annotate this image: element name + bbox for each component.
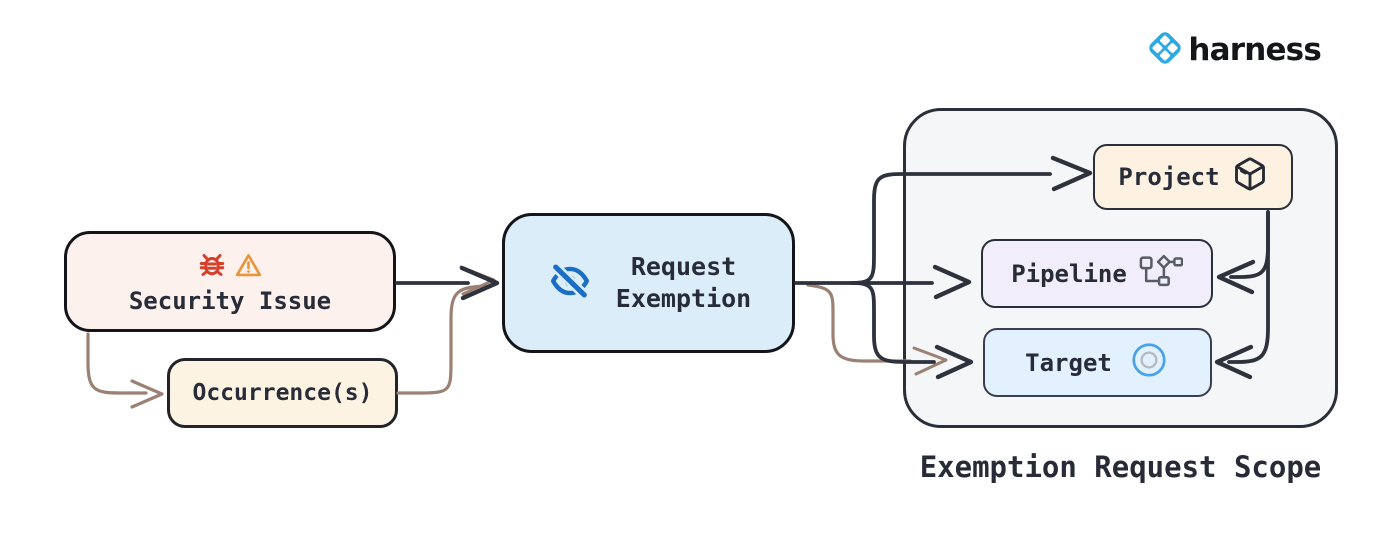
security-issue-label: Security Issue [128, 287, 332, 315]
project-label: Project [1118, 163, 1220, 191]
harness-wordmark: harness [1188, 32, 1321, 68]
node-security-issue: Security Issue [64, 231, 396, 332]
pipeline-graph-icon [1139, 254, 1184, 293]
edge-security-to-occurrences [86, 332, 148, 395]
edge-occurrences-to-target [806, 283, 912, 363]
node-project: Project [1093, 144, 1293, 210]
arrowhead-request [459, 265, 500, 301]
node-occurrences: Occurrence(s) [167, 358, 398, 428]
scope-caption: Exemption Request Scope [919, 450, 1322, 484]
node-pipeline: Pipeline [981, 239, 1213, 308]
node-request-exemption: Request Exemption [502, 213, 795, 353]
warning-icon [234, 251, 263, 284]
harness-logo: harness [1145, 28, 1322, 72]
node-target: Target [983, 328, 1212, 397]
security-issue-icons [197, 250, 263, 284]
edge-occurrences-to-request [396, 284, 488, 395]
harness-logo-icon [1145, 28, 1185, 72]
request-exemption-label: Request Exemption [615, 251, 752, 314]
pipeline-label: Pipeline [1011, 259, 1127, 288]
package-icon [1232, 156, 1268, 198]
arrowhead-occurrences [130, 379, 164, 409]
arrowhead-request-brown [459, 265, 496, 296]
occurrences-label: Occurrence(s) [192, 380, 373, 406]
target-circle-icon [1128, 339, 1170, 387]
bug-icon [197, 250, 227, 284]
eye-off-icon [546, 259, 594, 307]
target-label: Target [1025, 348, 1112, 377]
